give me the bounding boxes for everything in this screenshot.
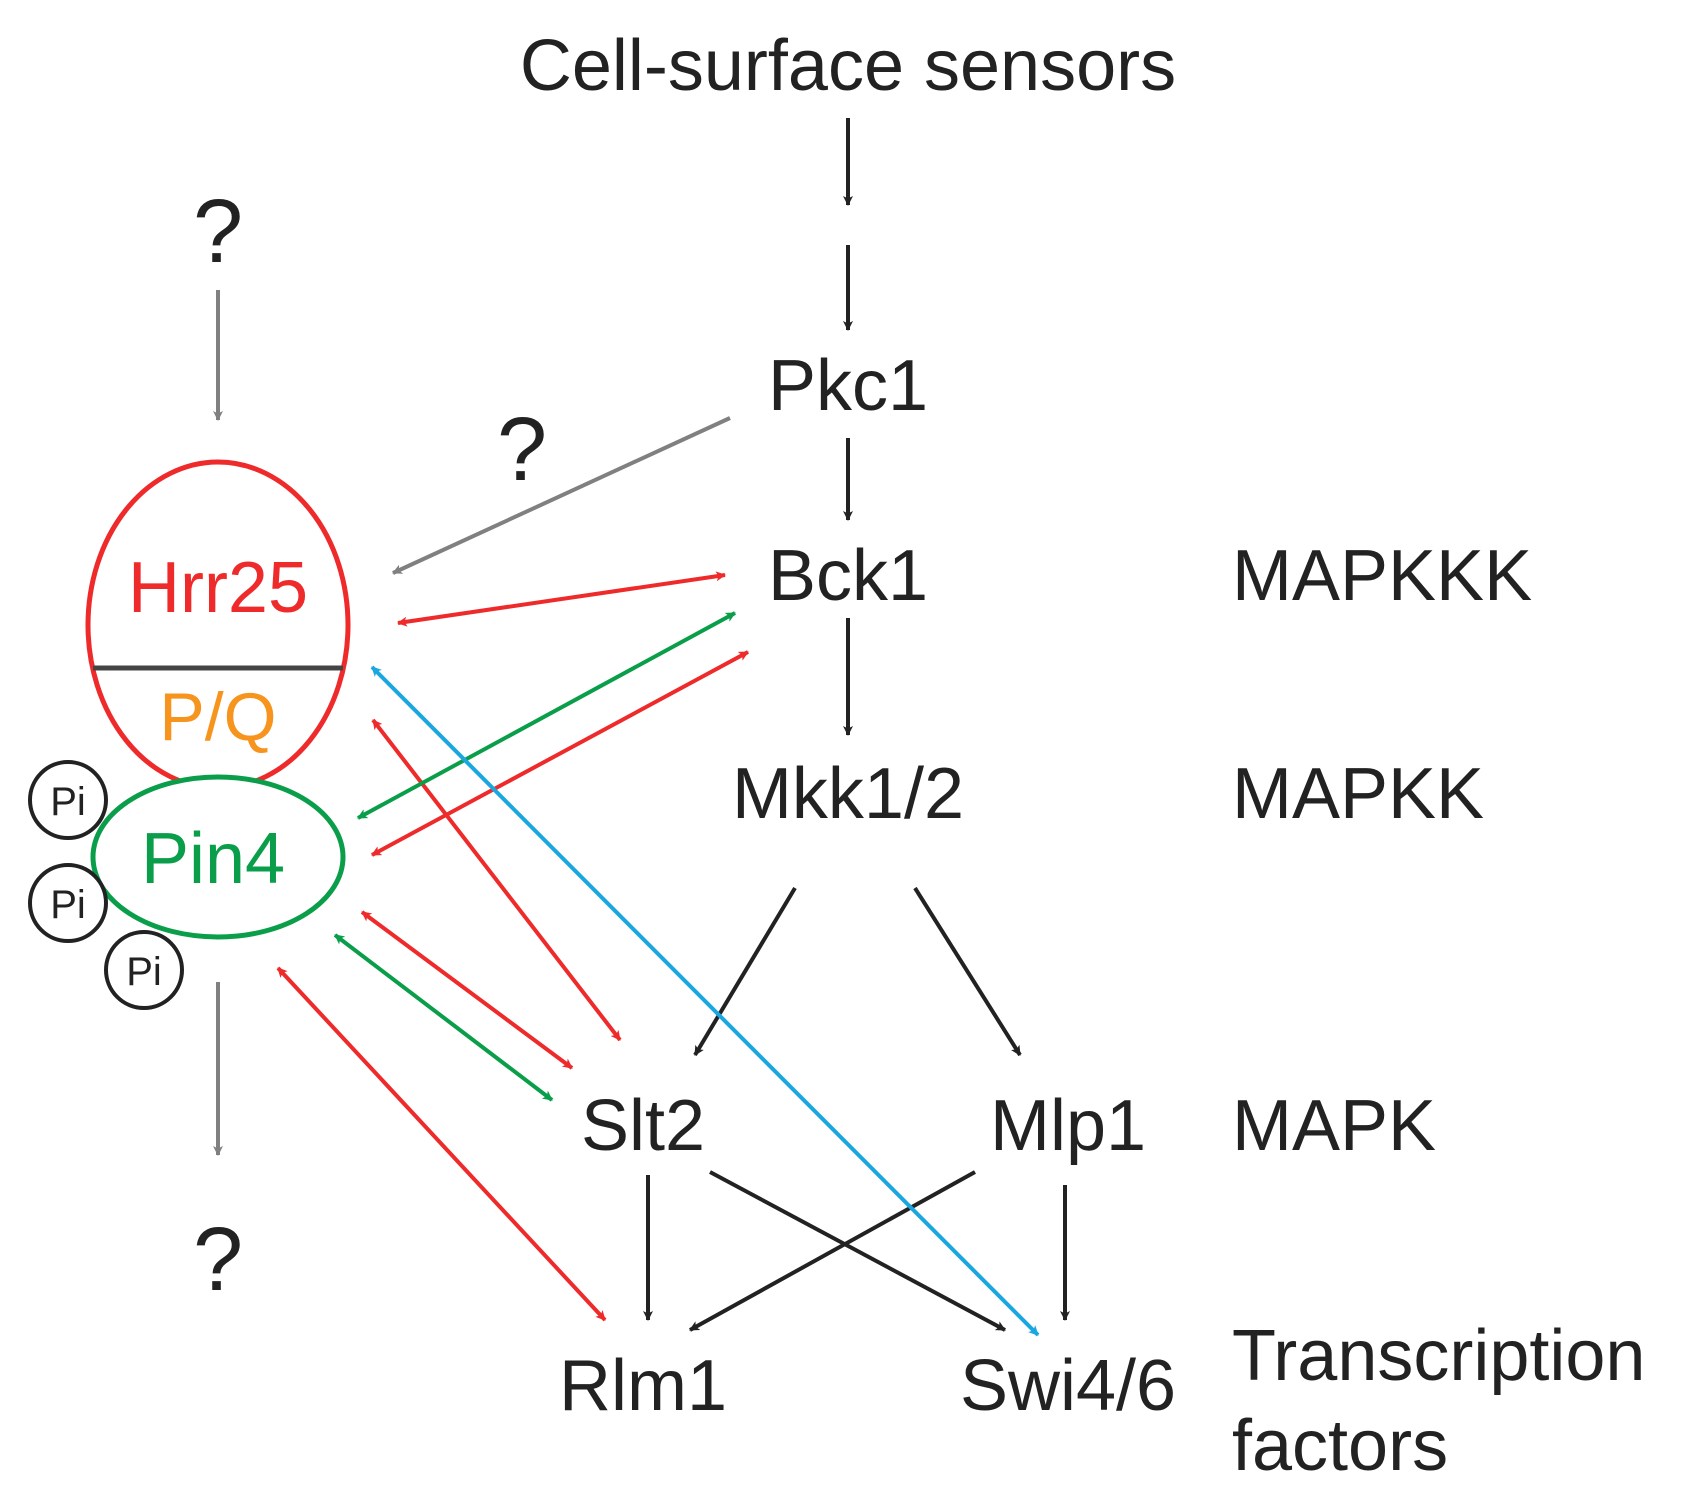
pin4-label: Pin4 bbox=[141, 819, 285, 899]
phosphate-badges: Pi Pi Pi bbox=[28, 760, 184, 1010]
hrr25-label: Hrr25 bbox=[128, 548, 308, 628]
pin4-node: Pin4 bbox=[90, 774, 346, 940]
phosphate-label-2: Pi bbox=[50, 883, 86, 927]
hrr25-complex: Hrr25 P/Q bbox=[85, 459, 351, 791]
mapkk-label: MAPKK bbox=[1232, 754, 1484, 834]
mkk-label: Mkk1/2 bbox=[732, 754, 964, 834]
mapk-label: MAPK bbox=[1232, 1086, 1436, 1166]
unknown-upstream-marker: ? bbox=[193, 182, 243, 282]
unknown-downstream-marker: ? bbox=[193, 1210, 243, 1310]
swi-interaction-arrows bbox=[370, 665, 1040, 1337]
phosphate-label-3: Pi bbox=[126, 950, 162, 994]
pq-domain-label: P/Q bbox=[159, 679, 276, 755]
interaction-pin4-slt2-green bbox=[333, 933, 554, 1102]
level-labels: MAPKKK MAPKK MAPK Transcription factors bbox=[1232, 536, 1645, 1486]
pin4-interaction-arrows bbox=[333, 611, 736, 1102]
arrow-mlp1-to-rlm1 bbox=[689, 1170, 976, 1332]
unknown-markers: ? ? ? bbox=[193, 182, 547, 1310]
interaction-hrr25-swi bbox=[370, 665, 1040, 1337]
pin4-ellipse bbox=[90, 774, 346, 940]
transcription-factors-label-line1: Transcription bbox=[1232, 1316, 1645, 1396]
mlp1-label: Mlp1 bbox=[990, 1086, 1146, 1166]
unknown-pkc1-link-marker: ? bbox=[497, 400, 547, 500]
arrow-mkk-to-slt2 bbox=[693, 886, 797, 1057]
interaction-pin4-bck1-green bbox=[357, 611, 736, 820]
phosphate-label-1: Pi bbox=[50, 780, 86, 824]
bck1-label: Bck1 bbox=[768, 536, 928, 616]
phosphate-circle-3 bbox=[104, 930, 184, 1010]
phosphate-circle-1 bbox=[28, 760, 108, 840]
arrow-pkc1-to-hrr25 bbox=[392, 416, 731, 575]
arrow-slt2-to-swi bbox=[709, 1170, 1006, 1332]
cell-surface-sensors-label: Cell-surface sensors bbox=[520, 26, 1176, 106]
phosphate-circle-2 bbox=[28, 863, 108, 943]
interaction-pin4-rlm1 bbox=[276, 966, 607, 1322]
arrow-mkk-to-mlp1 bbox=[913, 886, 1022, 1057]
slt2-label: Slt2 bbox=[581, 1086, 705, 1166]
mapkkk-label: MAPKKK bbox=[1232, 536, 1532, 616]
swi-label: Swi4/6 bbox=[960, 1346, 1176, 1426]
transcription-factors-label-line2: factors bbox=[1232, 1406, 1448, 1486]
pkc1-label: Pkc1 bbox=[768, 346, 928, 426]
rlm1-label: Rlm1 bbox=[559, 1346, 727, 1426]
interaction-pin4-bck1-red bbox=[371, 650, 749, 857]
pathway-nodes: Cell-surface sensors Pkc1 Bck1 Mkk1/2 Sl… bbox=[520, 26, 1176, 1426]
interaction-hrr25-bck1 bbox=[397, 571, 726, 627]
unknown-arrows bbox=[213, 290, 731, 1156]
